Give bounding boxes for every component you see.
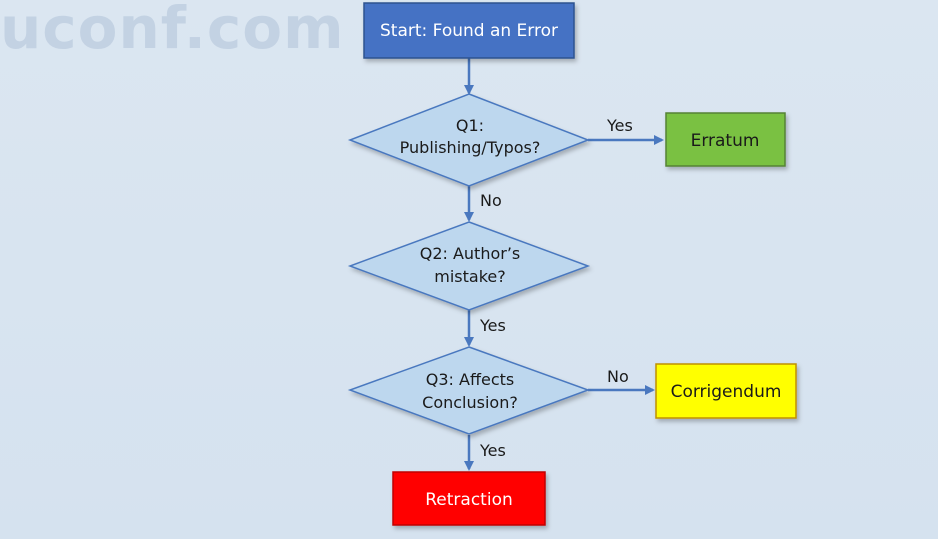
q3-label-line2: Conclusion? [422, 393, 518, 412]
start-box [363, 2, 575, 59]
edge-label-q1-no: No [480, 191, 502, 210]
start-node: Start: Found an Error [363, 2, 575, 59]
erratum-label: Erratum [691, 131, 760, 151]
retraction-node: Retraction [392, 471, 546, 526]
q3-node: Q3: Affects Conclusion? [347, 346, 591, 435]
corrigendum-label: Corrigendum [671, 382, 782, 402]
q1-label-line2: Publishing/Typos? [400, 138, 541, 157]
q2-label-line2: mistake? [434, 267, 505, 286]
q2-diamond [347, 221, 591, 311]
retraction-box [392, 471, 546, 526]
erratum-box [665, 112, 786, 167]
corrigendum-node: Corrigendum [655, 363, 797, 419]
watermark-logo: uconf.com [0, 0, 345, 62]
q1-node: Q1: Publishing/Typos? [347, 93, 591, 187]
start-label: Start: Found an Error [380, 21, 558, 41]
q2-label-line1: Q2: Author’s [420, 244, 521, 263]
q1-diamond [347, 93, 591, 187]
edge-label-q1-yes: Yes [606, 116, 633, 135]
corrigendum-box [655, 363, 797, 419]
retraction-label: Retraction [425, 490, 513, 510]
edge-label-q3-no: No [607, 367, 629, 386]
q1-label-line1: Q1: [456, 116, 484, 135]
q3-diamond [347, 346, 591, 435]
erratum-node: Erratum [665, 112, 786, 167]
q2-node: Q2: Author’s mistake? [347, 221, 591, 311]
q3-label-line1: Q3: Affects [426, 370, 514, 389]
edge-label-q2-yes: Yes [479, 316, 506, 335]
connectors [464, 58, 664, 471]
edge-label-q3-yes: Yes [479, 441, 506, 460]
